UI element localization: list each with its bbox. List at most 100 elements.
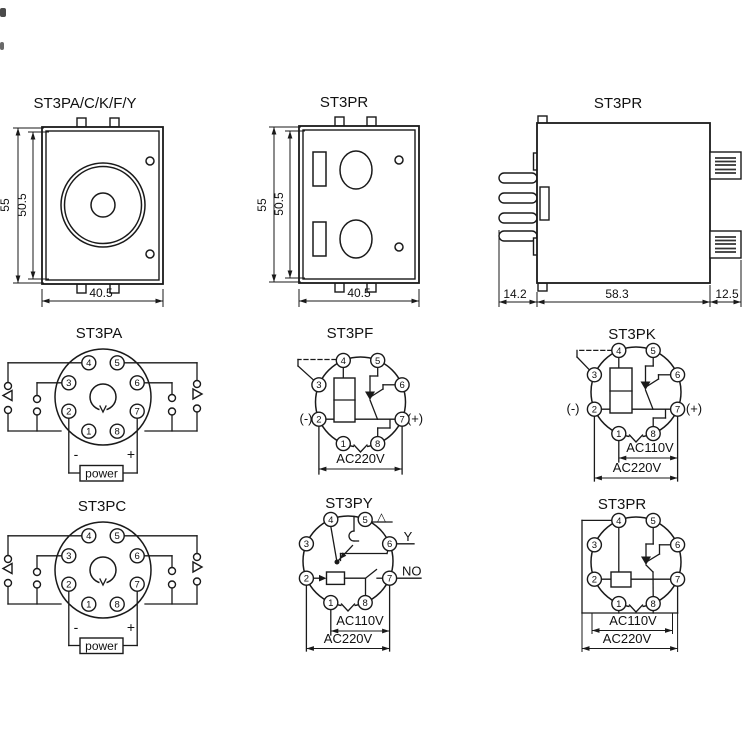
pin-7-label: 7 [675,405,680,416]
pin-3-terminal [586,367,603,383]
drawing-title: ST3PR [598,496,647,513]
wiring [1,362,204,474]
dimension-depths: 14.2 58.3 12.5 [498,230,742,307]
polarity-minus-label: - [74,619,79,635]
pin-1-label: 1 [86,600,91,611]
dimension-55: 55 [0,127,44,284]
no-output-label: NO [402,564,422,579]
pin-7-terminal [381,570,398,586]
socket-outline [302,515,394,607]
delta-output-symbol: △ [377,510,387,524]
drawing-title: ST3PC [78,498,127,515]
pin-8-terminal [645,595,661,612]
pin-7-terminal [669,571,686,587]
pin-4-label: 4 [86,358,91,369]
voltage-label-ac220: AC220V [603,631,652,646]
pin-7-label: 7 [387,574,392,585]
mounting-clip-bottom [709,230,742,259]
wiring-diagram-st3pk: ST3PK (-) (+) [567,326,702,482]
pin-6-label: 6 [387,539,392,550]
socket-outline [54,348,152,446]
pin-4-label: 4 [86,531,91,542]
pin-3-terminal [61,548,77,564]
pin-2-label: 2 [66,407,71,418]
pin-5-label: 5 [651,346,656,357]
pin-2-terminal [586,571,603,587]
polarity-minus-label: - [74,446,79,462]
mounting-clip-top [709,151,742,180]
pin-3-label: 3 [592,540,597,551]
pin-2-label: 2 [592,405,597,416]
drawing-title: ST3PY [325,495,373,512]
pin-3-label: 3 [304,539,309,550]
device-body [298,116,420,293]
polarity-minus-label: (-) [300,411,313,426]
pin-8-label: 8 [363,598,368,609]
pin-8-terminal [645,425,661,442]
wiring-diagram-st3pc: ST3PC [1,498,204,655]
pin-3-terminal [298,536,315,552]
pin-7-label: 7 [399,415,404,426]
pin-3-label: 3 [66,551,71,562]
pin-8-label: 8 [651,599,656,610]
pin-6-terminal [129,375,145,391]
pin-4-label: 4 [616,346,621,357]
pin-3-label: 3 [66,378,71,389]
pin-6-label: 6 [399,380,404,391]
wiring [297,358,403,475]
dim-label-14-2: 14.2 [503,287,527,301]
power-box [79,637,124,655]
pin-1-terminal [81,423,97,439]
socket-outline [314,356,407,448]
pin-3-terminal [61,375,77,391]
pin-2-label: 2 [66,580,71,591]
wiring [305,515,422,652]
pin-8-label: 8 [115,600,120,611]
pin-3-label: 3 [592,370,597,381]
pin-6-label: 6 [135,378,140,389]
voltage-label-ac110: AC110V [626,440,674,455]
socket-notch [628,434,644,443]
side-view-drawing-st3pr: ST3PR [498,95,742,307]
pin-2-terminal [298,570,315,586]
pin-8-terminal [370,435,386,452]
voltage-dimension-110: AC110V [618,440,678,461]
dim-label-58-3: 58.3 [605,287,629,301]
pin-5-label: 5 [115,531,120,542]
voltage-label-ac220: AC220V [613,460,662,475]
socket-outline [54,521,152,619]
dim-label-55: 55 [0,198,12,212]
pin-4-terminal [323,511,339,528]
pin-1-label: 1 [341,439,346,450]
power-label: power [85,639,118,653]
pin-6-terminal [381,536,398,552]
front-view-drawing-st3pa: ST3PA/C/K/F/Y 55 [0,95,164,307]
pin-2-terminal [586,401,603,417]
socket-key [89,556,117,587]
voltage-dimension-110: AC110V [592,613,673,633]
voltage-label-ac110: AC110V [336,613,384,628]
power-label: power [85,467,118,481]
pin-4-terminal [335,352,351,369]
voltage-dimension-220: AC220V [582,631,678,651]
pin-2-terminal [61,576,77,592]
voltage-dimension-220: AC220V [306,631,390,651]
socket-notch [353,444,368,453]
polarity-plus-label: (+) [407,411,423,426]
pin-3-label: 3 [316,380,321,391]
y-output-label: Y [404,529,413,544]
power-box [79,464,124,482]
device-body [498,115,742,292]
pin-6-terminal [669,537,686,553]
pin-4-terminal [81,355,97,371]
scr-symbol [641,556,651,565]
front-view-drawing-st3pr: ST3PR 55 [255,94,420,307]
wiring-diagram-st3pa: ST3PA [1,325,204,482]
pin-2-label: 2 [316,415,321,426]
drawing-title: ST3PF [327,325,374,342]
voltage-dimension-110: AC110V [330,613,390,634]
device-body [41,117,164,294]
voltage-label-ac220: AC220V [324,631,373,646]
